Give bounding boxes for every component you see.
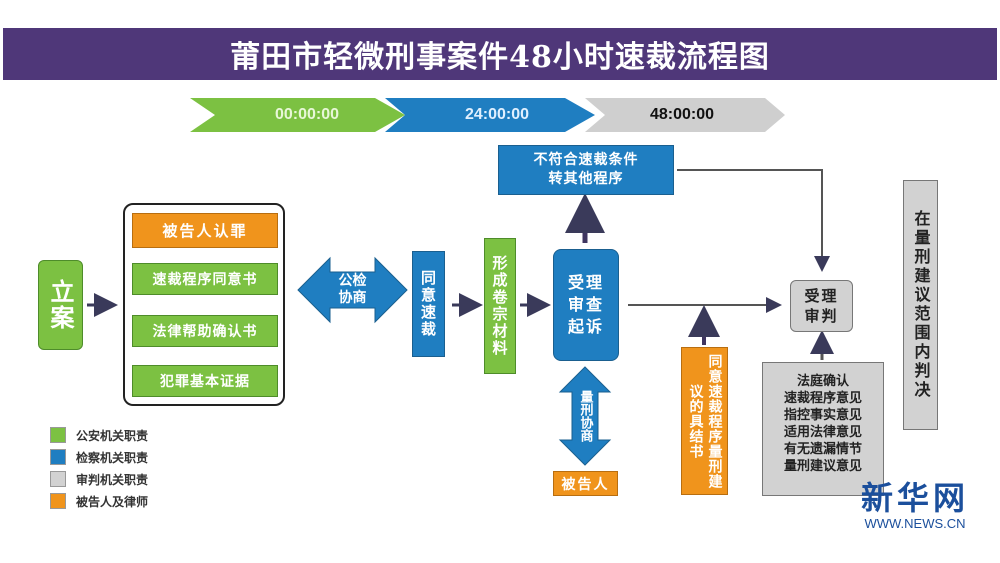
- node-shouli-shenpan: 受理 审判: [790, 280, 853, 332]
- node-group-container: 被告人认罪 速裁程序同意书 法律帮助确认书 犯罪基本证据: [123, 203, 285, 406]
- liangxing-double-arrow: [558, 366, 612, 466]
- legend-label: 检察机关职责: [76, 450, 149, 465]
- timeline-stage-3-shape: [585, 98, 785, 132]
- legend-swatch-green: [50, 427, 66, 443]
- node-liangxing-xieshang: 量刑协商: [577, 390, 593, 442]
- legend-swatch-gray: [50, 471, 66, 487]
- timeline-stage-3-label: 48:00:00: [650, 106, 715, 123]
- legend-item-shenpan: 审判机关职责: [50, 468, 180, 490]
- group-item-beigaoren-renzui: 被告人认罪: [132, 213, 278, 248]
- legend-swatch-orange: [50, 493, 66, 509]
- timeline-stage-2-label: 24:00:00: [465, 106, 530, 123]
- group-item-fanzui-zhengju: 犯罪基本证据: [132, 365, 278, 397]
- node-fating-queren: 法庭确认 速裁程序意见 指控事实意见 适用法律意见 有无遗漏情节 量刑建议意见: [762, 362, 884, 496]
- fating-line-2: 速裁程序意见: [783, 391, 862, 406]
- timeline-stage-2-shape: [385, 98, 595, 132]
- fating-line-6: 量刑建议意见: [783, 459, 862, 474]
- node-tongyi-sucai: 同意速裁: [412, 251, 445, 357]
- fating-line-4: 适用法律意见: [783, 425, 862, 440]
- watermark-logo: 新华网: [860, 479, 969, 517]
- legend-label: 公安机关职责: [76, 428, 149, 443]
- node-shouli-shencha-qisu: 受理 审查 起诉: [553, 249, 619, 361]
- legend-label: 审判机关职责: [76, 472, 149, 487]
- timeline-stage-1-shape: [190, 98, 405, 132]
- legend-item-beigaoren: 被告人及律师: [50, 490, 180, 512]
- node-panjue: 在量刑建议范围内判决: [903, 180, 938, 430]
- legend-item-gongan: 公安机关职责: [50, 424, 180, 446]
- legend-item-jiancha: 检察机关职责: [50, 446, 180, 468]
- page-title: 莆田市轻微刑事案件48小时速裁流程图: [3, 28, 997, 80]
- legend-label: 被告人及律师: [76, 494, 149, 509]
- timeline-arrows: [190, 98, 785, 132]
- timeline-stage-1-label: 00:00:00: [275, 106, 340, 123]
- watermark: 新华网 WWW.NEWS.CN: [845, 480, 985, 545]
- group-item-falv-bangzhu: 法律帮助确认书: [132, 315, 278, 347]
- group-item-sucai-tongyishu: 速裁程序同意书: [132, 263, 278, 295]
- fating-line-1: 法庭确认: [796, 374, 849, 389]
- legend: 公安机关职责 检察机关职责 审判机关职责 被告人及律师: [50, 424, 180, 512]
- node-bufuhe-sucai: 不符合速裁条件 转其他程序: [498, 145, 674, 195]
- node-gongjian-xieshang: 公检 协商: [338, 273, 367, 306]
- node-beigaoren: 被告人: [553, 471, 618, 496]
- arrow-bufuhe-to-shenpan: [677, 169, 830, 272]
- legend-swatch-blue: [50, 449, 66, 465]
- timeline: 00:00:00 24:00:00 48:00:00: [190, 98, 790, 132]
- fating-line-5: 有无遗漏情节: [783, 442, 862, 457]
- watermark-url: WWW.NEWS.CN: [864, 516, 966, 531]
- node-li-an: 立案: [38, 260, 83, 350]
- gongjian-double-arrow: [297, 256, 408, 324]
- node-xingcheng-juanzong: 形成卷宗材料: [484, 238, 516, 374]
- node-tongyi-jieshu: 同意速裁程序量刑建议的具结书: [681, 347, 728, 495]
- fating-line-3: 指控事实意见: [783, 408, 862, 423]
